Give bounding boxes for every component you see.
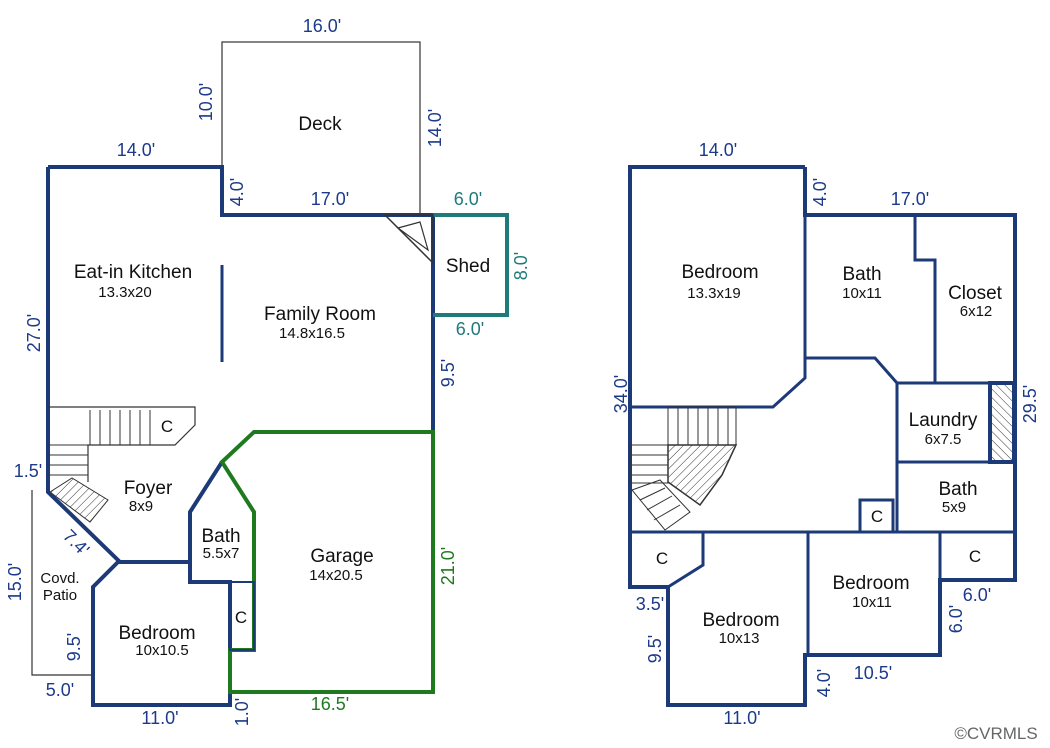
svg-text:11.0': 11.0' — [141, 708, 178, 728]
first-floor-walls — [48, 165, 435, 432]
svg-text:8.0': 8.0' — [511, 252, 531, 280]
svg-text:14.0': 14.0' — [117, 140, 155, 160]
svg-text:1.0': 1.0' — [232, 698, 252, 726]
first-floor: C C Deck Eat-in Kitchen 13.3x20 Family R… — [5, 16, 531, 728]
svg-text:27.0': 27.0' — [24, 314, 44, 352]
garage-closet — [229, 581, 255, 651]
family-room-label: Family Room — [264, 304, 376, 325]
garage-label: Garage — [310, 546, 373, 567]
svg-text:6.0': 6.0' — [456, 319, 484, 339]
foyer-label: Foyer — [124, 478, 173, 499]
svg-text:9.5': 9.5' — [64, 633, 84, 661]
svg-text:34.0': 34.0' — [611, 375, 631, 413]
bath1-label: Bath — [842, 264, 881, 285]
bedroom-size: 10x10.5 — [135, 642, 188, 659]
svg-text:5.0': 5.0' — [46, 680, 74, 700]
svg-text:16.0': 16.0' — [303, 16, 341, 36]
svg-text:4.0': 4.0' — [227, 178, 247, 206]
closet-size: 6x12 — [960, 303, 993, 320]
shed-walls — [433, 213, 509, 317]
bedroom1-size: 13.3x19 — [687, 285, 740, 302]
bath1-size: 10x11 — [842, 285, 882, 302]
svg-text:6.0': 6.0' — [963, 585, 991, 605]
svg-text:14.0': 14.0' — [425, 109, 445, 147]
laundry-size: 6x7.5 — [925, 431, 962, 448]
kitchen-size: 13.3x20 — [98, 284, 151, 301]
bath2-label: Bath — [938, 479, 977, 500]
fireplace-icon — [383, 214, 434, 265]
closet-label-left: C — [656, 549, 668, 568]
second-floor-dimensions: 14.0' 4.0' 17.0' 34.0' 29.5' 6.0' 6.0' 3… — [611, 140, 1040, 728]
kitchen-label: Eat-in Kitchen — [74, 262, 192, 283]
laundry-appliance — [988, 381, 1016, 464]
bath-label: Bath — [201, 526, 240, 547]
svg-text:3.5': 3.5' — [636, 594, 664, 614]
svg-text:9.5': 9.5' — [645, 635, 665, 663]
first-floor-dimensions: 16.0' 10.0' 14.0' 14.0' 4.0' 17.0' 6.0' … — [5, 16, 531, 728]
svg-text:16.5': 16.5' — [311, 694, 349, 714]
svg-text:4.0': 4.0' — [810, 178, 830, 206]
closet-label-right: C — [969, 547, 981, 566]
closet-label-mid: C — [871, 507, 883, 526]
first-floor-walls-left — [46, 167, 190, 564]
bath2-size: 5x9 — [942, 499, 966, 516]
bedroom2-label: Bedroom — [702, 610, 779, 631]
garage-size: 14x20.5 — [309, 567, 362, 584]
svg-text:1.5': 1.5' — [14, 461, 42, 481]
svg-text:10.5': 10.5' — [854, 663, 892, 683]
bedroom-label: Bedroom — [118, 623, 195, 644]
svg-text:17.0': 17.0' — [311, 189, 349, 209]
svg-text:29.5': 29.5' — [1020, 385, 1040, 423]
svg-text:21.0': 21.0' — [438, 547, 458, 585]
svg-text:6.0': 6.0' — [454, 189, 482, 209]
deck-label: Deck — [298, 114, 342, 135]
svg-text:4.0': 4.0' — [814, 669, 834, 697]
svg-text:17.0': 17.0' — [891, 189, 929, 209]
patio-label-2: Patio — [43, 587, 77, 604]
foyer-size: 8x9 — [129, 498, 153, 515]
family-room-size: 14.8x16.5 — [279, 325, 345, 342]
stairs-second-floor — [629, 406, 738, 531]
patio-outline — [31, 490, 93, 676]
watermark: ©CVRMLS — [954, 724, 1037, 743]
bedroom2-size: 10x13 — [719, 630, 760, 647]
svg-text:9.5': 9.5' — [438, 359, 458, 387]
patio-label-1: Covd. — [40, 570, 79, 587]
bedroom1-label: Bedroom — [681, 262, 758, 283]
bath-size: 5.5x7 — [203, 545, 240, 562]
laundry-label: Laundry — [909, 410, 978, 431]
shed-label: Shed — [446, 256, 490, 277]
svg-text:11.0': 11.0' — [723, 708, 760, 728]
closet-label-garage: C — [235, 608, 247, 627]
svg-text:15.0': 15.0' — [5, 563, 25, 601]
stairs-first-floor — [48, 410, 151, 523]
svg-text:10.0': 10.0' — [196, 83, 216, 121]
svg-text:14.0': 14.0' — [699, 140, 737, 160]
closet-label-stair: C — [161, 417, 173, 436]
bedroom3-label: Bedroom — [832, 573, 909, 594]
second-floor: C C C Bedroom 13.3x19 Bath 10x11 Closet … — [611, 140, 1040, 728]
closet-label: Closet — [948, 283, 1003, 304]
bedroom3-size: 10x11 — [852, 594, 892, 611]
svg-text:6.0': 6.0' — [946, 605, 966, 633]
